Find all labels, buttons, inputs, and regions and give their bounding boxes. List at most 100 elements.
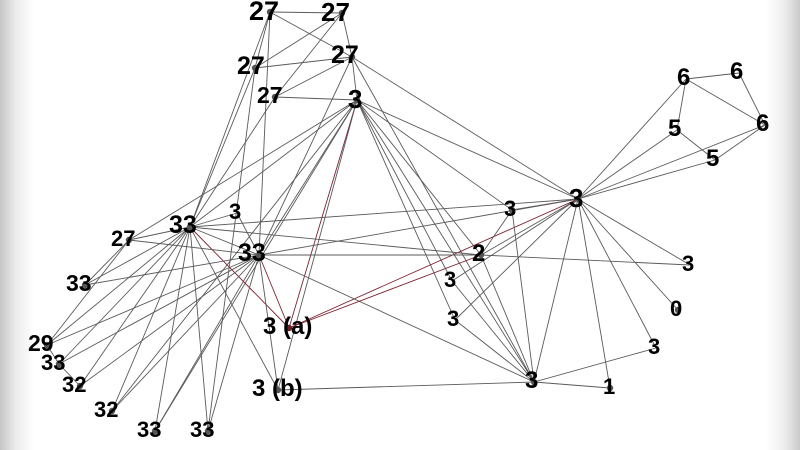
- graph-edge: [738, 72, 766, 126]
- graph-node-label: 3: [229, 199, 242, 224]
- graph-edge: [685, 78, 766, 126]
- edge-layer: [46, 11, 766, 432]
- graph-edge: [189, 226, 290, 329]
- graph-edge: [189, 11, 271, 228]
- graph-edge: [356, 99, 579, 200]
- graph-edge: [189, 99, 358, 228]
- graph-node-dot[interactable]: [348, 53, 356, 61]
- graph-node-label: 33: [41, 350, 66, 375]
- graph-edge: [254, 56, 353, 69]
- graph-edge: [128, 239, 260, 256]
- graph-edge: [79, 254, 260, 387]
- graph-node-dot[interactable]: [477, 251, 485, 259]
- graph-node-dot[interactable]: [125, 236, 133, 244]
- graph-edge: [577, 129, 678, 200]
- graph-node-dot[interactable]: [271, 93, 279, 101]
- graph-node-dot[interactable]: [274, 386, 282, 394]
- graph-node-label: 27: [257, 82, 283, 108]
- graph-edge: [533, 381, 611, 389]
- graph-edge: [207, 67, 256, 432]
- graph-edge: [511, 209, 535, 383]
- graph-edge: [207, 254, 260, 432]
- graph-node-dot[interactable]: [108, 407, 116, 415]
- graph-node-label: 27: [321, 0, 350, 27]
- graph-node-dot[interactable]: [43, 341, 51, 349]
- graph-edge: [258, 198, 579, 256]
- graph-node-dot[interactable]: [285, 324, 293, 332]
- graph-edge: [258, 11, 271, 256]
- graph-node-label: 3 (a): [263, 313, 313, 340]
- graph-node-dot[interactable]: [251, 64, 259, 72]
- graph-edge: [577, 124, 766, 200]
- graph-node-dot[interactable]: [151, 427, 159, 435]
- graph-edge: [84, 254, 260, 286]
- graph-edge: [189, 226, 482, 256]
- graph-edge: [58, 226, 191, 365]
- graph-node-label: 0: [670, 296, 683, 321]
- graph-edge: [79, 226, 191, 387]
- graph-node-label: 3: [569, 183, 584, 213]
- graph-edge: [351, 56, 358, 101]
- graph-node-label: 3: [348, 84, 363, 114]
- graph-node-dot[interactable]: [255, 251, 263, 259]
- graph-edge: [46, 254, 260, 346]
- graph-node-label: 3: [444, 267, 457, 292]
- graph-edge: [714, 124, 766, 161]
- graph-node-label: 33: [238, 239, 266, 267]
- graph-node-label: 32: [94, 397, 119, 422]
- graph-edge: [274, 12, 343, 98]
- graph-node-label: 32: [62, 372, 87, 397]
- graph-edge: [84, 239, 130, 286]
- graph-node-dot[interactable]: [76, 382, 84, 390]
- graph-edge: [685, 72, 740, 80]
- graph-node-label: 5: [668, 115, 682, 142]
- graph-node-label: 6: [677, 64, 691, 91]
- graph-edge: [356, 99, 535, 383]
- graph-edge: [269, 11, 353, 58]
- graph-node-dot[interactable]: [186, 223, 194, 231]
- graph-node-dot[interactable]: [508, 206, 516, 214]
- graph-edge: [451, 280, 535, 383]
- graph-node-dot[interactable]: [530, 378, 538, 386]
- graph-edge: [577, 198, 691, 266]
- graph-edge: [254, 11, 271, 69]
- graph-node-dot[interactable]: [353, 96, 361, 104]
- graph-node-dot[interactable]: [266, 8, 274, 16]
- graph-edge: [533, 347, 657, 383]
- graph-edge: [577, 159, 716, 200]
- graph-node-label: 27: [111, 226, 136, 251]
- graph-edge: [46, 239, 130, 346]
- graph-node-dot[interactable]: [55, 360, 63, 368]
- graph-node-dot[interactable]: [81, 281, 89, 289]
- graph-node-label: 2: [472, 240, 486, 267]
- graph-node-label: 3: [682, 251, 695, 276]
- graph-edge: [189, 212, 238, 228]
- graph-edge: [189, 226, 209, 432]
- graph-node-dot[interactable]: [204, 427, 212, 435]
- graph-edge: [274, 56, 353, 98]
- graph-edge: [676, 78, 687, 131]
- graph-node-label: 3 (b): [252, 375, 303, 402]
- graph-edge: [189, 96, 276, 228]
- graph-edge: [577, 198, 611, 389]
- graph-edge: [189, 67, 256, 228]
- graph-edge: [84, 226, 191, 286]
- graph-edge: [189, 198, 579, 228]
- graph-edge: [533, 198, 579, 383]
- graph-node-dot[interactable]: [574, 195, 582, 203]
- graph-node-label: 27: [237, 52, 265, 80]
- graph-node-label: 29: [28, 330, 54, 356]
- graph-edge: [58, 363, 81, 387]
- graph-edge: [577, 198, 657, 349]
- graph-node-dot[interactable]: [674, 306, 682, 314]
- graph-node-dot[interactable]: [338, 9, 346, 17]
- graph-edge: [351, 56, 579, 200]
- graph-edge: [356, 99, 513, 211]
- graph-edge: [274, 96, 358, 101]
- graph-edge: [288, 99, 358, 329]
- graph-node-dot[interactable]: [606, 384, 614, 392]
- graph-node-label: 3: [525, 367, 539, 394]
- graph-node-label: 6: [756, 110, 770, 137]
